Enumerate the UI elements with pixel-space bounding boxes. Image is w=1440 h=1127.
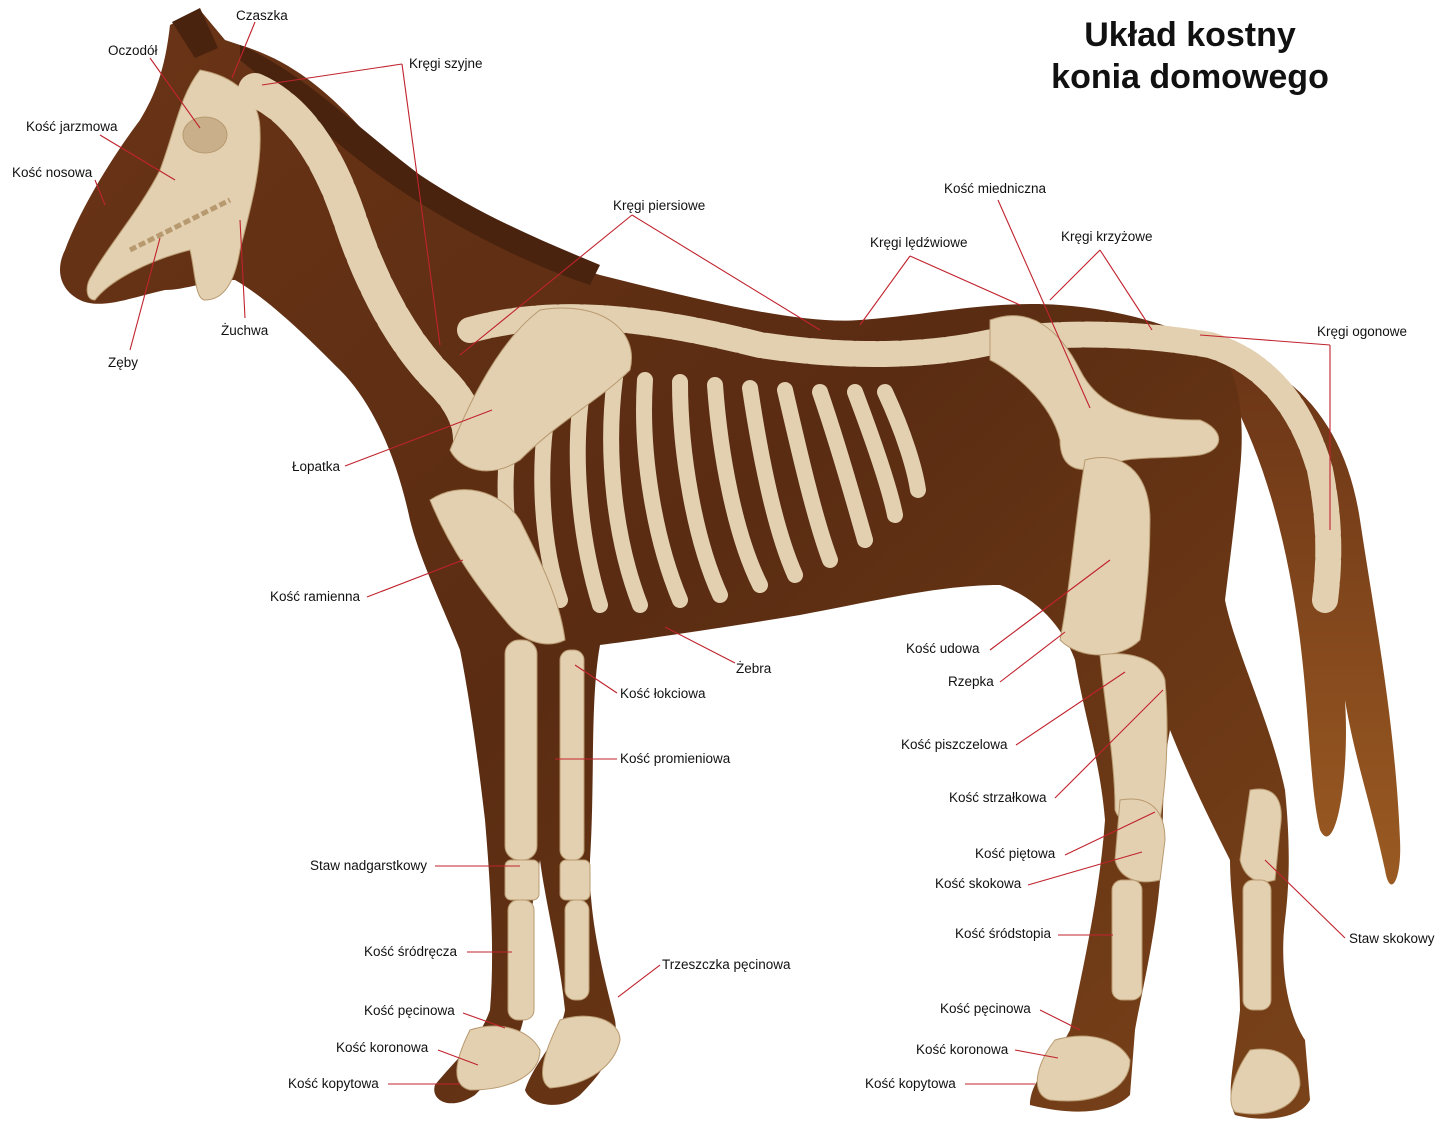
label-kosc-koronowa-przod: Kość koronowa <box>336 1040 428 1056</box>
label-kosc-pietowa: Kość piętowa <box>975 846 1055 862</box>
label-kregi-ogonowe: Kręgi ogonowe <box>1317 324 1407 340</box>
label-kregi-ledzwiowe: Kręgi lędźwiowe <box>870 235 968 251</box>
title-line-2: konia domowego <box>1040 56 1340 98</box>
label-kosc-promieniowa: Kość promieniowa <box>620 751 730 767</box>
label-kosc-nosowa: Kość nosowa <box>12 165 92 181</box>
label-kosc-jarzmowa: Kość jarzmowa <box>26 119 118 135</box>
label-kosc-piszczelowa: Kość piszczelowa <box>901 737 1008 753</box>
label-kosc-kopytowa-tyl: Kość kopytowa <box>865 1076 956 1092</box>
label-kosc-skokowa: Kość skokowa <box>935 876 1021 892</box>
title-line-1: Układ kostny <box>1040 14 1340 56</box>
label-kosc-strzalkowa: Kość strzałkowa <box>949 790 1047 806</box>
diagram-title: Układ kostny konia domowego <box>1040 14 1340 98</box>
label-trzeszczka-pecinowa: Trzeszczka pęcinowa <box>662 957 791 973</box>
label-rzepka: Rzepka <box>948 674 994 690</box>
label-kosc-srodstopia: Kość śródstopia <box>955 926 1051 942</box>
label-kosc-koronowa-tyl: Kość koronowa <box>916 1042 1008 1058</box>
label-kosc-pecinowa-przod: Kość pęcinowa <box>364 1003 455 1019</box>
label-kosc-ramienna: Kość ramienna <box>270 589 360 605</box>
label-kosc-pecinowa-tyl: Kość pęcinowa <box>940 1001 1031 1017</box>
label-oczodol: Oczodół <box>108 43 158 59</box>
label-zeby: Zęby <box>108 355 138 371</box>
label-kregi-szyjne: Kręgi szyjne <box>409 56 483 72</box>
label-kosc-udowa: Kość udowa <box>906 641 980 657</box>
label-staw-skokowy: Staw skokowy <box>1349 931 1435 947</box>
label-zuchwa: Żuchwa <box>221 323 268 339</box>
label-kregi-krzyzowe: Kręgi krzyżowe <box>1061 229 1153 245</box>
label-kosc-srodreczna: Kość śródręcza <box>364 944 457 960</box>
label-staw-nadgarstkowy: Staw nadgarstkowy <box>310 858 427 874</box>
label-czaszka: Czaszka <box>236 8 288 24</box>
label-kosc-miedniczna: Kość miedniczna <box>944 181 1046 197</box>
label-kregi-piersiowe: Kręgi piersiowe <box>613 198 705 214</box>
label-kosc-kopytowa-przod: Kość kopytowa <box>288 1076 379 1092</box>
label-zebra: Żebra <box>736 661 771 677</box>
label-kosc-lokciowa: Kość łokciowa <box>620 686 706 702</box>
label-lopatka: Łopatka <box>292 459 340 475</box>
